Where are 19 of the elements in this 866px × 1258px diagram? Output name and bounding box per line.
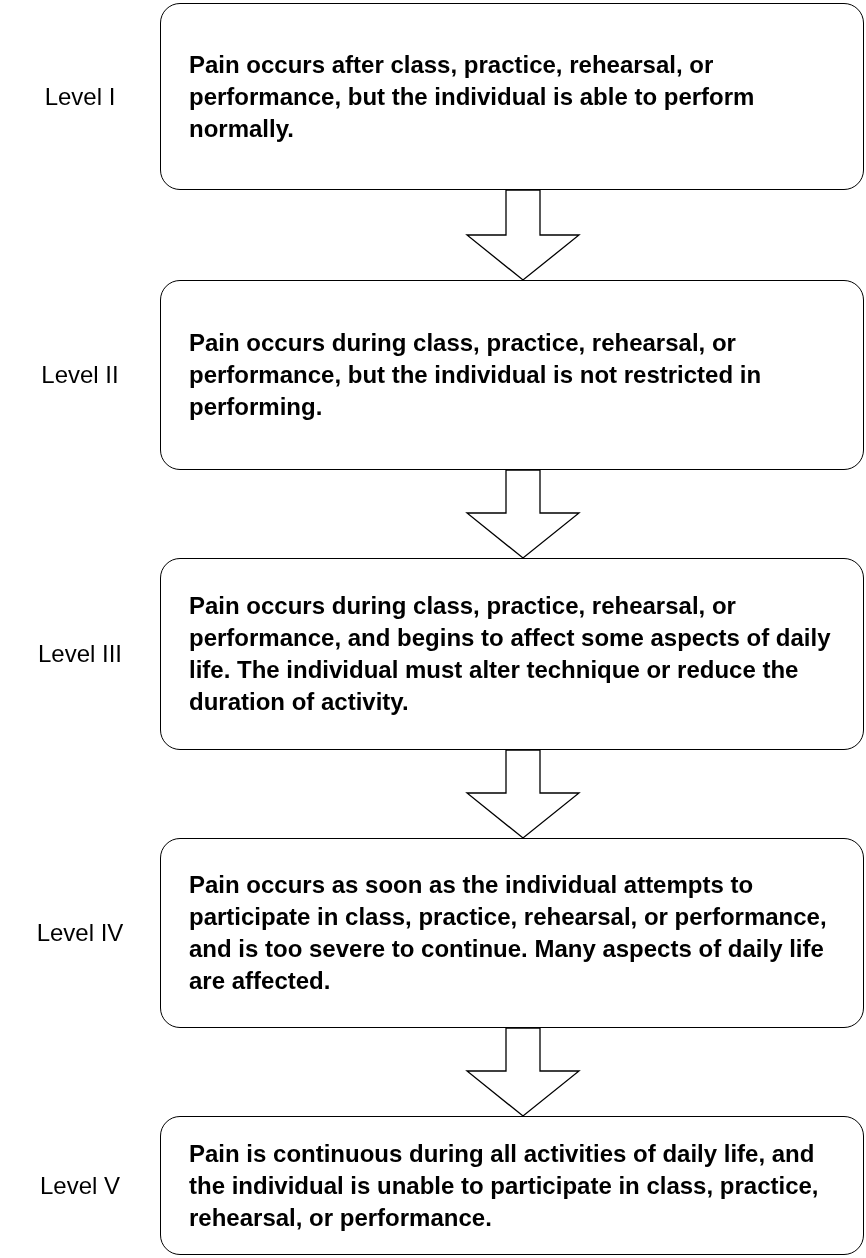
block-arrow (465, 189, 581, 281)
block-arrow (465, 1027, 581, 1117)
process-box (160, 3, 864, 190)
process-box (160, 558, 864, 750)
description-text: Pain occurs after class, practice, rehearsal, or performance, but the individual is able to perform normally. (189, 49, 756, 144)
block-arrow (465, 749, 581, 839)
level-label: Level III (37, 639, 122, 669)
description-text: Pain occurs during class, practice, rehearsal, or performance, and begins to affect some aspects of daily life. The individual must alter technique or reduce the duration of activity. (189, 591, 832, 717)
description-text: Pain is continuous during all activities of daily life, and the individual is unable to participate in class, practice, rehearsal, or performance. (189, 1138, 820, 1233)
process-box (160, 1116, 864, 1255)
level-label: Level V (39, 1170, 121, 1201)
description-text: Pain occurs as soon as the individual attempts to participate in class, practice, rehearsal, or performance, and is too severe to continue. Many aspects of daily life are affected. (189, 870, 828, 996)
description-text: Pain occurs during class, practice, rehearsal, or performance, but the individual is not restricted in performing. (189, 328, 763, 422)
level-label: Level II (41, 360, 119, 390)
level-label: Level IV (36, 918, 124, 948)
process-box (160, 838, 864, 1028)
level-label: Level I (44, 81, 116, 112)
block-arrow (465, 469, 581, 559)
process-box (160, 280, 864, 470)
